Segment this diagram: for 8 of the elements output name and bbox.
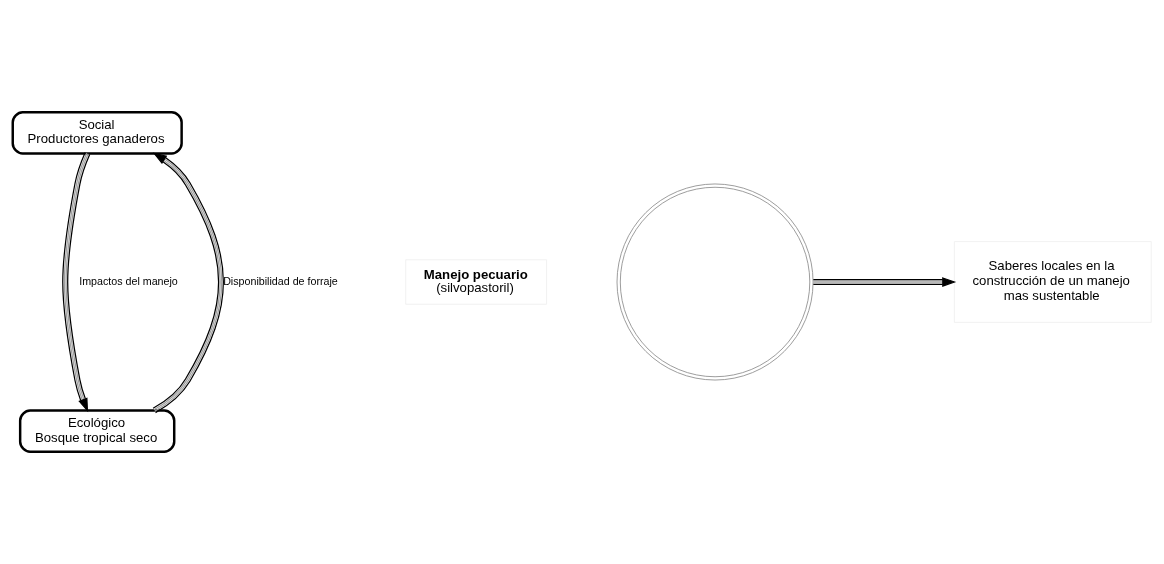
node-box: Social Productores ganaderos <box>11 111 183 155</box>
node-box: Saberes locales en la construcción de un manejo mas sustentable <box>953 241 1152 323</box>
arrow <box>812 277 957 287</box>
arrow <box>62 151 91 413</box>
node-box: Ecológico Bosque tropical seco <box>18 409 176 453</box>
edge-label: Disponibilidad de forraje <box>223 274 338 287</box>
arrow <box>152 152 224 414</box>
edge-label: Impactos del manejo <box>79 274 178 287</box>
